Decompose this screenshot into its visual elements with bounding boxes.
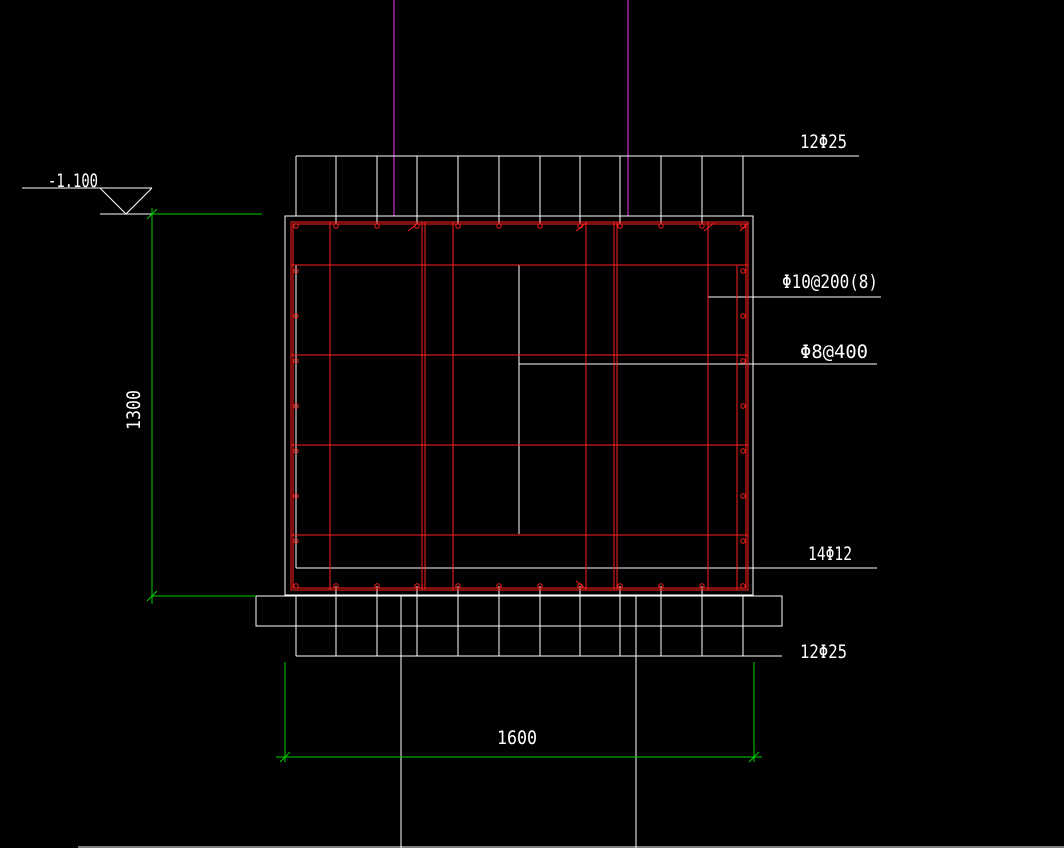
rebar-cage xyxy=(290,221,749,591)
tie-bar-label: Φ8@400 xyxy=(800,341,868,363)
bottom-rebar-label: 12Φ25 xyxy=(800,641,847,663)
width-dimension-lines xyxy=(276,662,762,763)
cap-outline xyxy=(284,215,754,596)
stirrup-label: Φ10@200(8) xyxy=(782,271,878,293)
elevation-label: -1.100 xyxy=(48,170,98,192)
rebar-dots xyxy=(293,223,746,589)
base-slab xyxy=(255,595,783,627)
column-lines xyxy=(393,0,629,216)
width-dimension-label: 1600 xyxy=(497,727,537,749)
pile-lines xyxy=(400,596,637,848)
bottom-rebar-comb xyxy=(295,586,782,657)
top-rebar-comb xyxy=(295,155,859,224)
height-dimension-lines xyxy=(146,208,262,604)
elevation-marker xyxy=(22,187,153,215)
inner-lines xyxy=(295,265,881,569)
top-rebar-label: 12Φ25 xyxy=(800,131,847,153)
side-bar-label: 14Φ12 xyxy=(808,543,852,565)
height-dimension-label: 1300 xyxy=(123,390,145,430)
